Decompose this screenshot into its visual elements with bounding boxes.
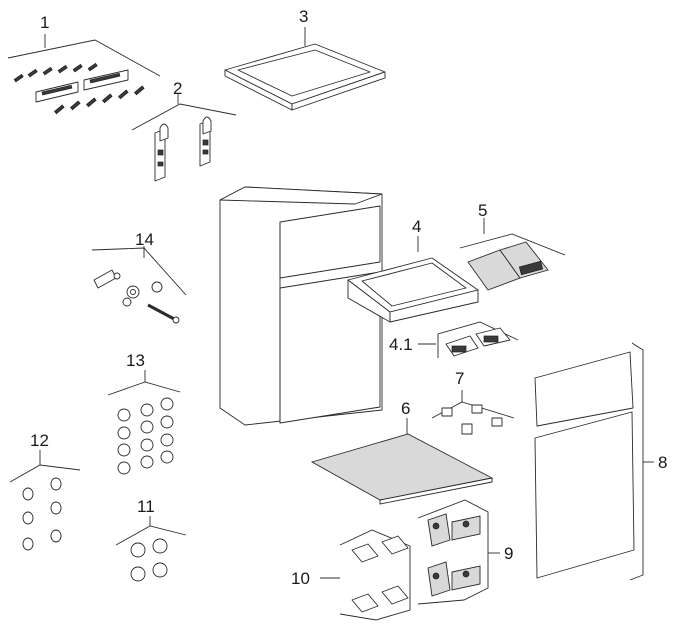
part-4-drawer (347, 236, 479, 323)
part-5-drawer-runners (459, 218, 566, 291)
callout-9: 9 (504, 544, 513, 563)
part-3-top-plate (224, 27, 386, 111)
part-1-mounting-kit (7, 34, 161, 115)
callout-labels: 1 2 3 4 5 4.1 14 7 6 13 12 8 11 9 10 (30, 7, 667, 588)
part-13-cover-caps (107, 370, 181, 475)
callout-10: 10 (291, 569, 310, 588)
part-9-hinges (417, 499, 500, 605)
callout-4: 4 (412, 217, 421, 236)
part-10-front-clips (320, 529, 411, 621)
callout-6: 6 (401, 399, 410, 418)
callout-11: 11 (137, 497, 155, 516)
callout-13: 13 (126, 351, 145, 370)
callout-5: 5 (478, 201, 487, 220)
callout-1: 1 (40, 13, 49, 32)
part-12-small-caps (9, 450, 81, 551)
part-8-fronts (534, 342, 654, 581)
callout-8: 8 (658, 453, 667, 472)
callout-4-1: 4.1 (389, 335, 413, 354)
callout-7: 7 (455, 369, 464, 388)
callout-14: 14 (135, 230, 154, 249)
part-2-hanger-brackets (131, 94, 237, 182)
part-4-1-drawer-clips (418, 321, 519, 358)
part-7-hinge-clips (431, 390, 515, 435)
callout-3: 3 (299, 7, 308, 26)
part-6-back-panel (310, 418, 494, 505)
cabinet-body (219, 186, 383, 426)
callout-2: 2 (173, 79, 182, 98)
part-14-wall-anchors (91, 246, 187, 324)
part-11-large-caps (115, 516, 187, 582)
callout-12: 12 (30, 431, 49, 450)
